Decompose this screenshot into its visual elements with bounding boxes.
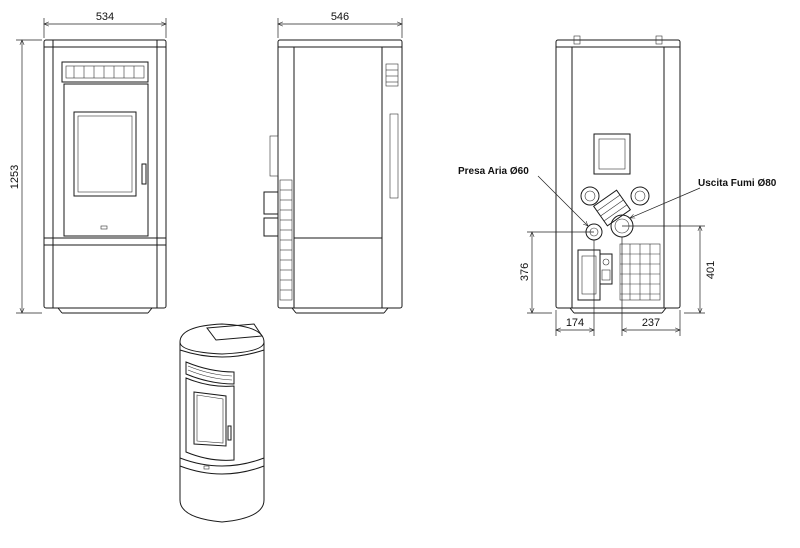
side-view	[263, 39, 403, 314]
flue-offset-label: 237	[642, 317, 660, 329]
side-depth-dimension: 546	[278, 11, 402, 38]
height-label: 1253	[9, 165, 21, 189]
front-view	[43, 39, 167, 314]
flue-height-dimension: 401	[622, 226, 717, 313]
flue-outlet-label: Uscita Fumi Ø80	[698, 178, 777, 189]
front-width-label: 534	[96, 11, 114, 23]
rear-vent-left	[580, 186, 600, 206]
flue-height-label: 401	[705, 261, 717, 279]
flue-offset-dimension: 237	[622, 237, 680, 336]
exhaust-fan	[592, 189, 632, 227]
air-inlet-offset-label: 174	[566, 317, 584, 329]
rear-view	[555, 35, 681, 314]
height-dimension: 1253	[9, 40, 42, 313]
air-inlet-height-dimension: 376	[519, 232, 594, 313]
control-board	[577, 249, 601, 301]
air-inlet-label: Presa Aria Ø60	[458, 166, 529, 177]
side-rear-grille	[279, 179, 293, 301]
perspective-view	[179, 323, 265, 523]
rear-grille	[619, 243, 661, 301]
front-grille	[65, 65, 145, 79]
air-inlet-callout: Presa Aria Ø60	[458, 166, 588, 226]
flue-outlet-callout: Uscita Fumi Ø80	[630, 178, 777, 219]
air-inlet-offset-dimension: 174	[556, 240, 594, 336]
air-inlet-height-label: 376	[519, 263, 531, 281]
rear-vent-right	[630, 186, 650, 206]
side-depth-label: 546	[331, 11, 349, 23]
front-width-dimension: 534	[44, 11, 166, 38]
